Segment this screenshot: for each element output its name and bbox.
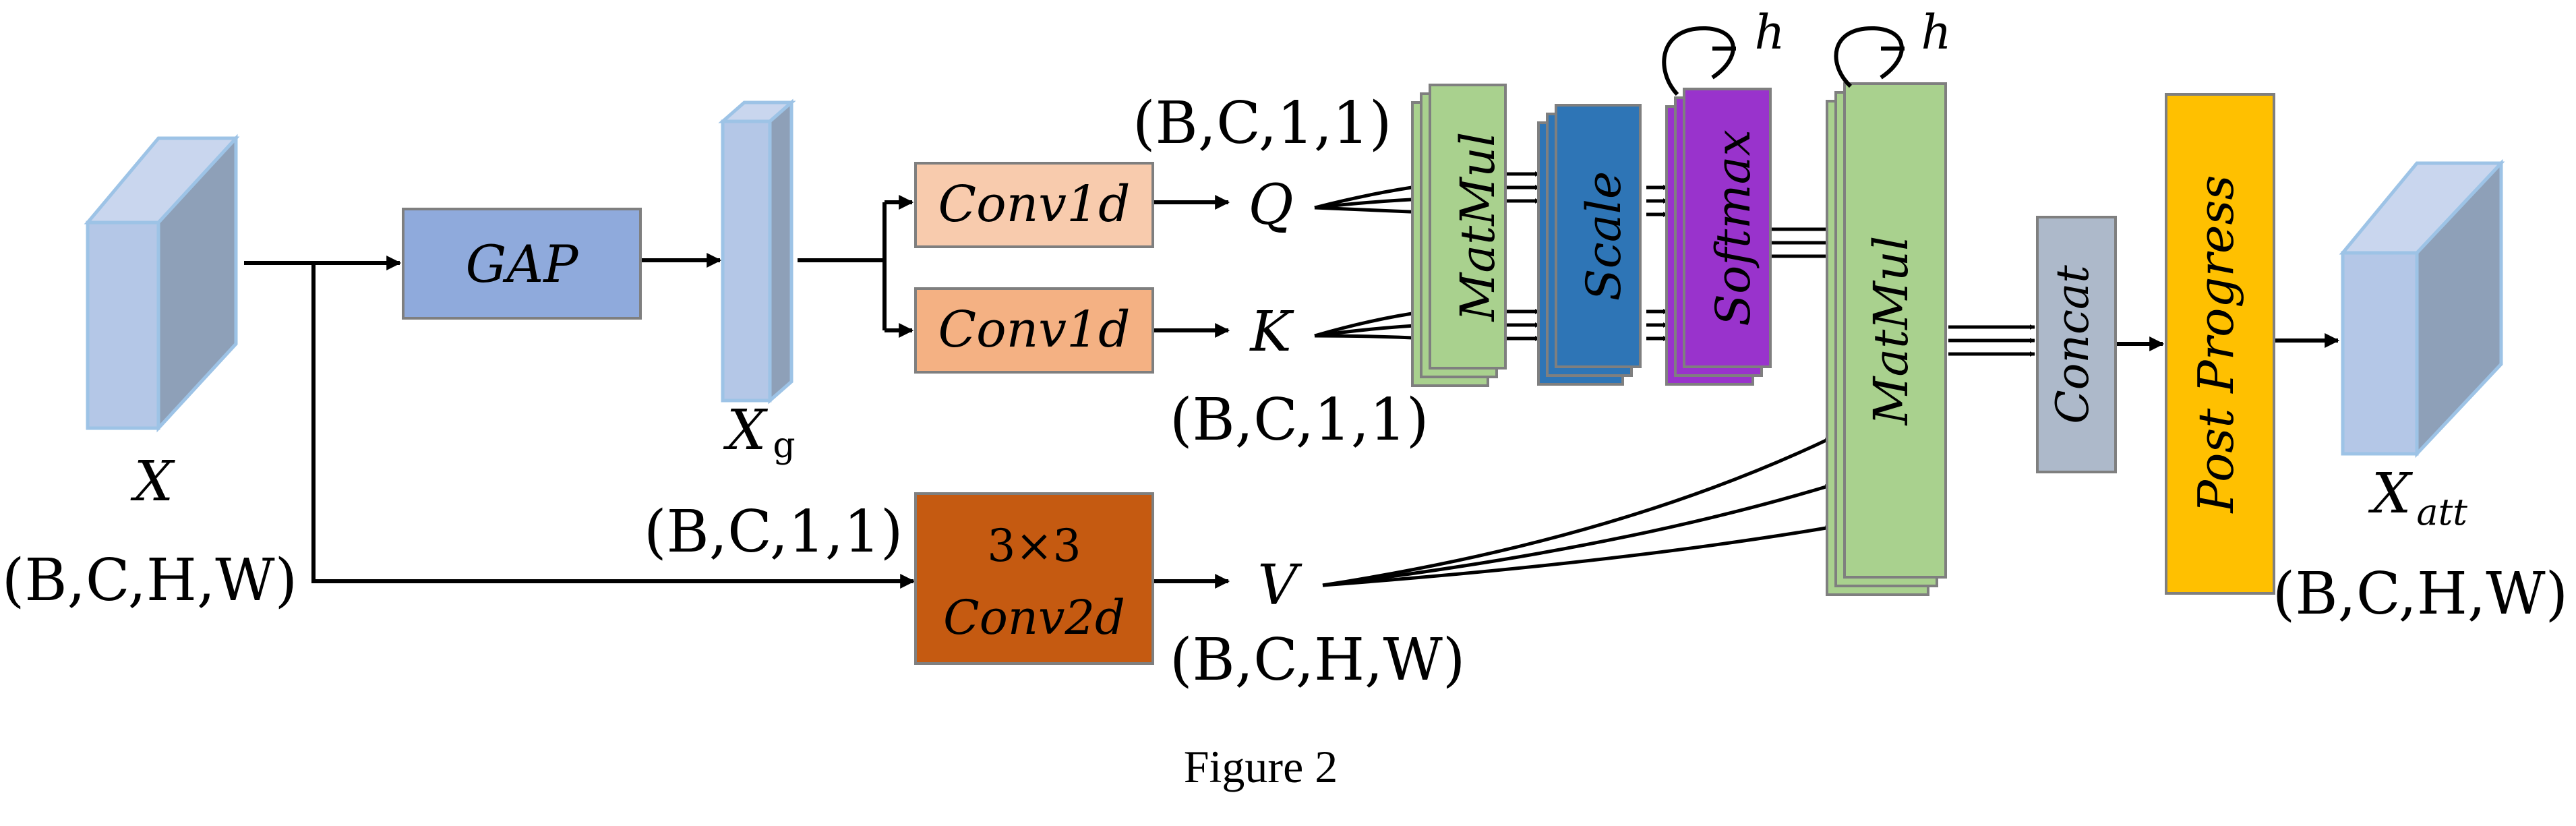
matmul2-stack — [1826, 82, 1947, 596]
softmax-heads-label: h — [1754, 5, 1785, 60]
input-shape: (B,C,H,W) — [2, 547, 297, 614]
q-shape: (B,C,1,1) — [1133, 90, 1391, 157]
v-label: V — [1257, 554, 1302, 618]
input-tensor-cube — [84, 134, 240, 433]
figure-caption: Figure 2 — [1184, 741, 1338, 792]
gap-label: GAP — [466, 234, 580, 294]
scale-label: Scale — [1576, 171, 1631, 301]
output-tensor-cube — [2339, 158, 2505, 459]
matmul2-heads-loop — [1834, 26, 1905, 88]
connectors — [244, 195, 2340, 589]
softmax-stack — [1665, 88, 1772, 386]
matmul1-stack — [1411, 84, 1507, 387]
k-shape: (B,C,1,1) — [1170, 386, 1429, 454]
post-progress-label: Post Progress — [2188, 175, 2244, 514]
matmul2-label: MatMul — [1863, 236, 1919, 427]
concat-block — [2036, 216, 2117, 473]
concat-label: Concat — [2047, 265, 2099, 424]
scale-stack — [1537, 104, 1642, 386]
conv2d-v-block — [914, 492, 1154, 665]
post-progress-block — [2165, 93, 2275, 595]
conv1d-q-block — [914, 162, 1154, 248]
softmax-label: Softmax — [1706, 129, 1761, 326]
matmul2-heads-label: h — [1921, 5, 1951, 60]
output-shape: (B,C,H,W) — [2273, 560, 2568, 628]
pooled-tensor — [718, 98, 796, 405]
v-shape: (B,C,H,W) — [1170, 626, 1465, 694]
conv2d-kernel-label: 3×3 — [987, 520, 1081, 572]
conv1d-k-label: Conv1d — [938, 301, 1130, 359]
conv1d-q-label: Conv1d — [938, 175, 1130, 233]
k-label: K — [1249, 300, 1294, 364]
conv2d-label: Conv2d — [943, 590, 1125, 645]
input-label: X — [130, 450, 176, 514]
matmul1-label: MatMul — [1450, 132, 1505, 323]
v-branch-shape: (B,C,1,1) — [644, 498, 903, 566]
softmax-heads-loop — [1662, 26, 1736, 96]
gap-block — [402, 208, 642, 320]
conv1d-k-block — [914, 287, 1154, 374]
q-label: Q — [1248, 173, 1293, 237]
